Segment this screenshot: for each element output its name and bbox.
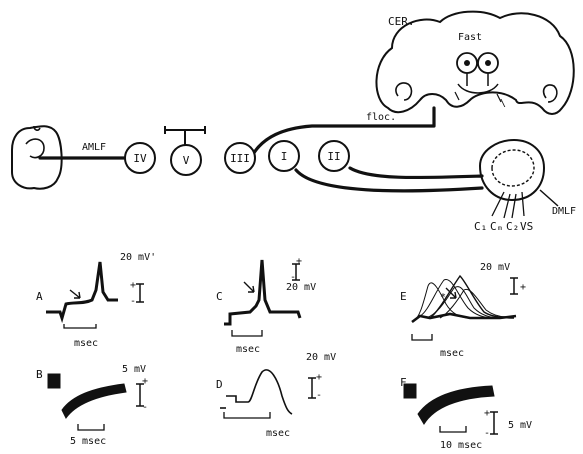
dmlf-label: DMLF	[552, 206, 576, 217]
svg-text:+: +	[316, 372, 322, 383]
panel-c: C msec 20 mV + -	[216, 256, 316, 355]
fastigial-nucleus-right	[485, 60, 491, 66]
trace-e	[411, 312, 517, 324]
scalebar-b	[136, 383, 144, 407]
panel-e-scale: 20 mV	[480, 262, 510, 273]
panel-f: F 10 msec 5 mV + -	[400, 376, 532, 451]
amlf-label: AMLF	[82, 142, 106, 153]
panel-b-letter: B	[36, 368, 43, 381]
scalebar-d	[308, 377, 316, 399]
svg-text:*: *	[440, 292, 446, 303]
floccular-tract	[250, 106, 436, 158]
timebar-c	[231, 330, 263, 337]
panel-f-time: 10 msec	[440, 440, 482, 451]
svg-text:+: +	[484, 408, 490, 419]
svg-text:II: II	[327, 150, 340, 163]
panel-c-letter: C	[216, 290, 223, 303]
pathway-from-ii	[348, 166, 484, 180]
pathways	[38, 106, 484, 193]
panel-a-time: msec	[74, 338, 98, 349]
cerebellum: CER. Fast \	[375, 10, 575, 115]
panel-b-time: 5 msec	[70, 436, 106, 447]
right-brainstem-section	[478, 138, 559, 219]
svg-text:IV: IV	[133, 152, 147, 165]
nucleus-iii: III	[224, 142, 256, 174]
arrow-e	[445, 287, 457, 299]
nucleus-ii: II	[318, 140, 350, 172]
svg-text:-: -	[142, 402, 148, 413]
panel-c-time: msec	[236, 344, 260, 355]
nucleus-i: I	[268, 140, 300, 172]
polarity-a: +	[130, 280, 136, 291]
nucleus-iv: IV	[124, 142, 156, 174]
c2-label: C₂	[506, 220, 519, 233]
svg-text:V: V	[183, 154, 190, 167]
panel-b-scale: 5 mV	[122, 364, 146, 375]
panel-a-letter: A	[36, 290, 43, 303]
panel-a: A msec 20 mV' + -	[36, 252, 156, 349]
fast-label: Fast	[458, 32, 482, 43]
panel-a-scale: 20 mV'	[120, 252, 156, 263]
floc-label: floc.	[366, 112, 396, 123]
arrow-mark: \	[500, 98, 506, 109]
svg-text:I: I	[281, 150, 288, 163]
scalebar-f	[490, 411, 498, 435]
cer-label: CER.	[388, 15, 415, 28]
svg-text:+: +	[142, 376, 148, 387]
panel-c-scale: 20 mV	[286, 282, 316, 293]
trace-d	[226, 369, 293, 415]
svg-text:III: III	[230, 152, 250, 165]
left-brainstem-section	[11, 125, 63, 190]
panel-d-scale: 20 mV	[306, 352, 336, 363]
panel-e-time: msec	[440, 348, 464, 359]
nucleus-v-bar	[164, 126, 206, 146]
cm-label: Cₘ	[490, 220, 503, 233]
timebar-b	[77, 424, 105, 431]
timebar-f	[439, 426, 467, 433]
panel-f-scale: 5 mV	[508, 420, 532, 431]
scalebar-a	[136, 283, 144, 303]
timebar-d	[223, 412, 271, 419]
arrow-c	[243, 281, 255, 293]
svg-text:-: -	[290, 272, 296, 283]
fastigial-nucleus-left	[464, 60, 470, 66]
panel-b: B 5 msec 5 mV + -	[36, 364, 148, 447]
pathway-from-i	[294, 168, 484, 193]
scalebar-c	[292, 263, 300, 281]
nucleus-v: V	[170, 144, 202, 176]
arrow-a	[69, 289, 81, 299]
panel-e: E * msec 20 mV +	[400, 262, 526, 359]
svg-text:+: +	[520, 282, 526, 293]
svg-text:-: -	[484, 428, 490, 439]
trace-b	[61, 383, 127, 419]
trace-c	[224, 259, 302, 326]
timebar-e	[411, 334, 433, 341]
panel-f-letter: F	[400, 376, 407, 389]
trace-a	[46, 261, 118, 324]
vs-label: VS	[520, 220, 533, 233]
svg-text:+: +	[296, 256, 302, 267]
svg-text:-: -	[316, 390, 322, 401]
panel-d: D msec 20 mV + -	[216, 352, 336, 439]
svg-text:-: -	[130, 296, 136, 307]
panel-d-letter: D	[216, 378, 223, 391]
panel-e-letter: E	[400, 290, 407, 303]
scalebar-e	[510, 277, 518, 295]
timebar-a	[63, 324, 97, 329]
panel-d-time: msec	[266, 428, 290, 439]
trace-f	[417, 385, 495, 425]
c1-label: C₁	[474, 220, 487, 233]
